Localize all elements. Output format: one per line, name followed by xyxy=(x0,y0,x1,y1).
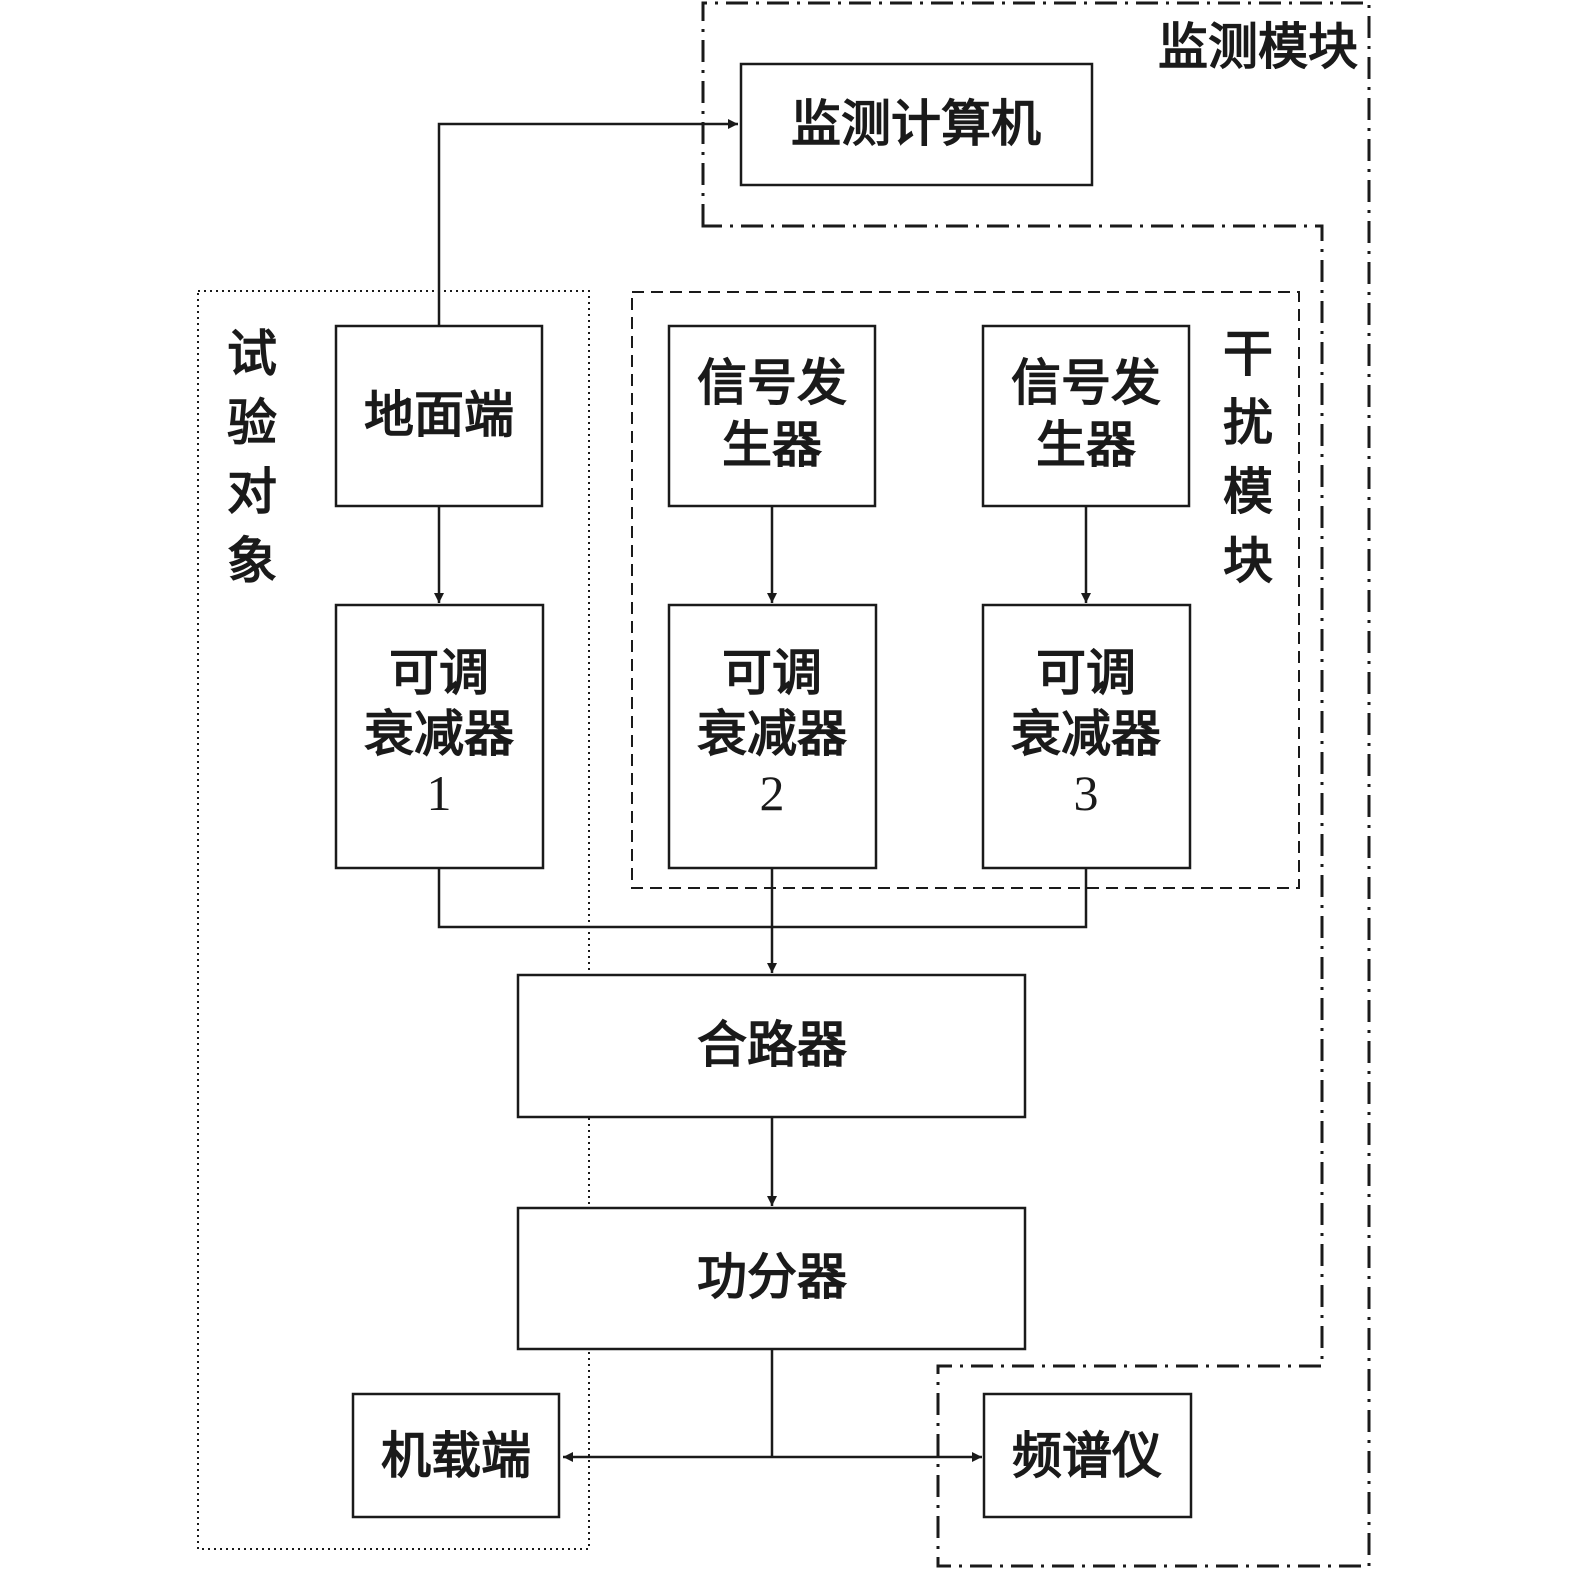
interference-label-char: 块 xyxy=(1223,531,1273,590)
test-object-label-char: 试 xyxy=(227,324,277,383)
attenuator-number: 2 xyxy=(760,765,785,821)
signal-generator-label: 生器 xyxy=(722,415,823,474)
signal-generator-1-block[interactable]: 信号发 生器 xyxy=(667,324,877,508)
power-splitter-label: 功分器 xyxy=(697,1247,848,1306)
interference-module-boundary xyxy=(631,291,1300,889)
test-object-label-char: 象 xyxy=(227,531,277,590)
signal-generator-label: 信号发 xyxy=(697,353,847,412)
combiner-block[interactable]: 合路器 xyxy=(516,973,1027,1119)
combiner-label: 合路器 xyxy=(697,1015,848,1074)
airborne-terminal-label: 机载端 xyxy=(381,1426,531,1485)
airborne-terminal-block[interactable]: 机载端 xyxy=(351,1392,561,1519)
attenuator-label: 可调 xyxy=(722,643,822,702)
interference-label-char: 扰 xyxy=(1223,393,1273,452)
wire-atten3-to-bus xyxy=(772,868,1088,929)
attenuator-1-block[interactable]: 可调 衰减器 1 xyxy=(334,603,545,870)
test-object-label-char: 验 xyxy=(227,393,277,452)
wire-atten1-to-bus xyxy=(437,868,772,929)
attenuator-label: 可调 xyxy=(1036,643,1136,702)
attenuator-3-block[interactable]: 可调 衰减器 3 xyxy=(981,603,1192,870)
test-object-label: 试 验 对 象 xyxy=(227,324,277,590)
spectrum-analyzer-label: 频谱仪 xyxy=(1012,1426,1162,1485)
spectrum-analyzer-block[interactable]: 频谱仪 xyxy=(982,1392,1193,1519)
monitor-computer-label: 监测计算机 xyxy=(791,94,1041,153)
attenuator-label: 衰减器 xyxy=(1011,704,1162,763)
interference-label-char: 干 xyxy=(1223,324,1273,383)
attenuator-number: 1 xyxy=(427,765,452,821)
attenuator-number: 3 xyxy=(1074,765,1099,821)
attenuator-2-block[interactable]: 可调 衰减器 2 xyxy=(667,603,878,870)
signal-generator-2-block[interactable]: 信号发 生器 xyxy=(981,324,1191,508)
monitor-module-boundary xyxy=(701,1,1371,1568)
attenuator-label: 可调 xyxy=(389,643,489,702)
monitor-computer-block[interactable]: 监测计算机 xyxy=(739,62,1094,187)
interference-module-label: 干 扰 模 块 xyxy=(1223,324,1273,590)
power-splitter-block[interactable]: 功分器 xyxy=(516,1206,1027,1351)
ground-terminal-block[interactable]: 地面端 xyxy=(334,324,544,508)
ground-terminal-label: 地面端 xyxy=(364,385,514,444)
interference-label-char: 模 xyxy=(1223,462,1273,521)
attenuator-label: 衰减器 xyxy=(697,704,848,763)
wire-ground-to-monitor-pc xyxy=(437,119,738,326)
signal-generator-label: 生器 xyxy=(1036,415,1137,474)
signal-generator-label: 信号发 xyxy=(1011,353,1161,412)
test-object-boundary xyxy=(197,290,590,1550)
monitor-module-label: 监测模块 xyxy=(1158,17,1358,76)
test-object-label-char: 对 xyxy=(227,462,277,521)
attenuator-label: 衰减器 xyxy=(364,704,515,763)
